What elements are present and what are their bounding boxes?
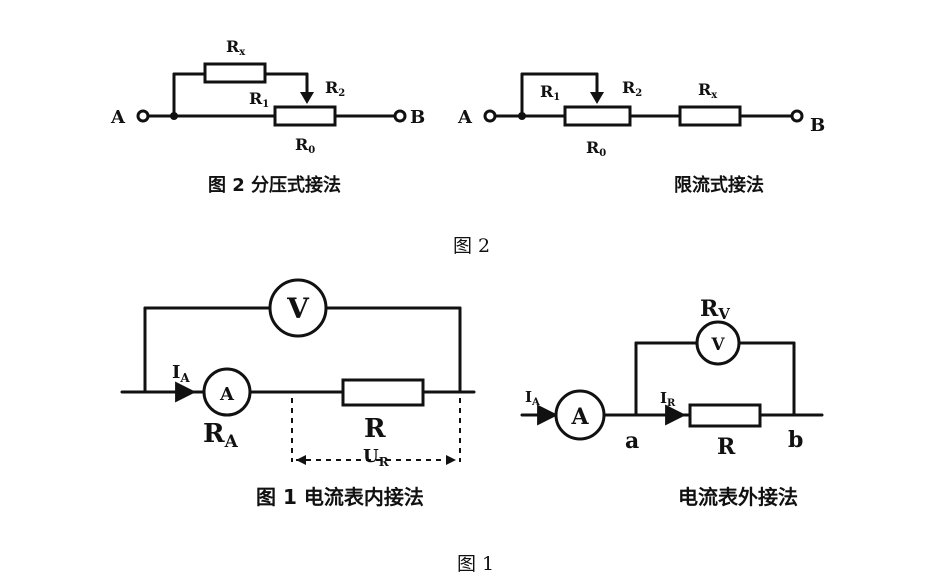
external-ammeter-circuit: A V RV IA IR R a b 电流表外接法 [520, 296, 824, 509]
external-rv-label: RV [700, 296, 730, 323]
external-voltmeter-label: V [710, 335, 725, 355]
divider-terminal-b [393, 109, 407, 123]
divider-r2-label: R2 [325, 78, 345, 99]
figure-1-title: 图 1 [457, 553, 494, 575]
limiter-b-label: B [810, 115, 825, 136]
external-node-a-label: a [625, 428, 639, 454]
internal-ra-label: RA [203, 419, 239, 452]
limiter-r0-rheostat [563, 105, 632, 127]
internal-ammeter-circuit: V A IA RA R UR 图 1 电流表内接法 [120, 278, 476, 509]
external-node-b-label: b [788, 427, 803, 453]
limiter-r2-label: R2 [622, 78, 642, 99]
external-ammeter [554, 389, 606, 441]
divider-r1-label: R1 [249, 89, 269, 110]
internal-ur-label: UR [363, 446, 390, 469]
limiter-terminal-b [790, 109, 804, 123]
divider-a-label: A [110, 107, 126, 128]
internal-ia-label: IA [172, 362, 190, 385]
limiter-caption: 限流式接法 [674, 174, 764, 196]
limiter-r1-label: R1 [540, 82, 560, 103]
external-voltmeter [695, 320, 741, 366]
divider-terminal-a [136, 109, 150, 123]
external-caption: 电流表外接法 [678, 485, 798, 509]
external-r-label: R [717, 434, 736, 460]
internal-ammeter-label: A [219, 384, 235, 405]
divider-r0-rheostat [273, 105, 337, 127]
limiter-rx-label: Rx [698, 80, 718, 101]
limiter-terminal-a [483, 109, 497, 123]
voltage-divider-circuit: Rx R1 R2 R0 A B 图 2 分压式接法 [110, 37, 425, 196]
divider-rx-resistor [203, 62, 267, 84]
internal-voltmeter [268, 278, 328, 338]
external-ia-label: IA [525, 388, 540, 408]
external-ir-label: IR [660, 389, 676, 409]
figure-2-title: 图 2 [453, 235, 490, 257]
internal-ammeter [202, 367, 252, 417]
divider-caption: 图 2 分压式接法 [208, 174, 341, 196]
divider-r0-label: R0 [295, 135, 315, 156]
internal-caption: 图 1 电流表内接法 [256, 485, 424, 509]
current-limiter-circuit: R1 R2 Rx R0 A B 限流式接法 [457, 72, 825, 196]
internal-voltmeter-label: V [286, 292, 310, 325]
internal-resistor [341, 378, 425, 407]
divider-b-label: B [410, 107, 425, 128]
limiter-rx-resistor [678, 105, 742, 127]
internal-r-label: R [364, 414, 386, 444]
divider-rx-label: Rx [226, 37, 246, 58]
external-resistor [688, 403, 762, 428]
limiter-r0-label: R0 [586, 138, 606, 159]
limiter-a-label: A [457, 107, 473, 128]
external-ammeter-label: A [570, 404, 589, 430]
